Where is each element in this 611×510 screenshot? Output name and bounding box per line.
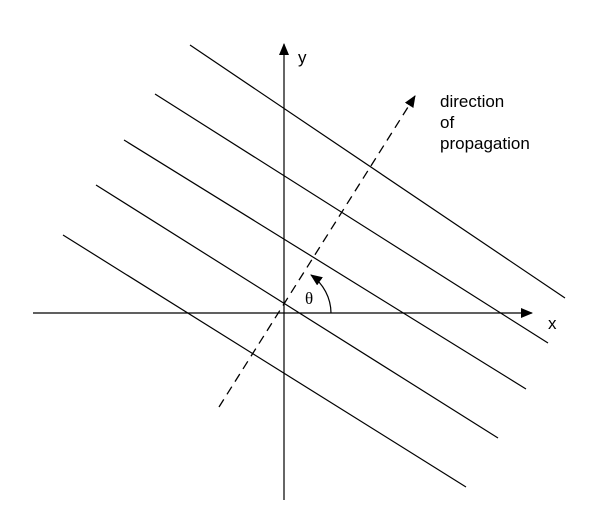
propagation-direction-line (218, 95, 416, 408)
direction-label-line-1: direction (440, 92, 504, 111)
wavefront-line-5 (62, 234, 467, 488)
wavefront-line-3 (123, 139, 527, 390)
wavefront-line-1 (189, 44, 566, 299)
wavefront-line-4 (95, 184, 499, 439)
angle-label: θ (305, 289, 313, 308)
x-axis-label: x (548, 314, 557, 333)
wavefront-line-2 (154, 93, 549, 344)
angle-arc (310, 274, 332, 314)
y-axis-label: y (298, 48, 307, 67)
direction-label-line-2: of (440, 113, 454, 132)
wavefront-lines (62, 44, 566, 488)
direction-label-line-3: propagation (440, 134, 530, 153)
